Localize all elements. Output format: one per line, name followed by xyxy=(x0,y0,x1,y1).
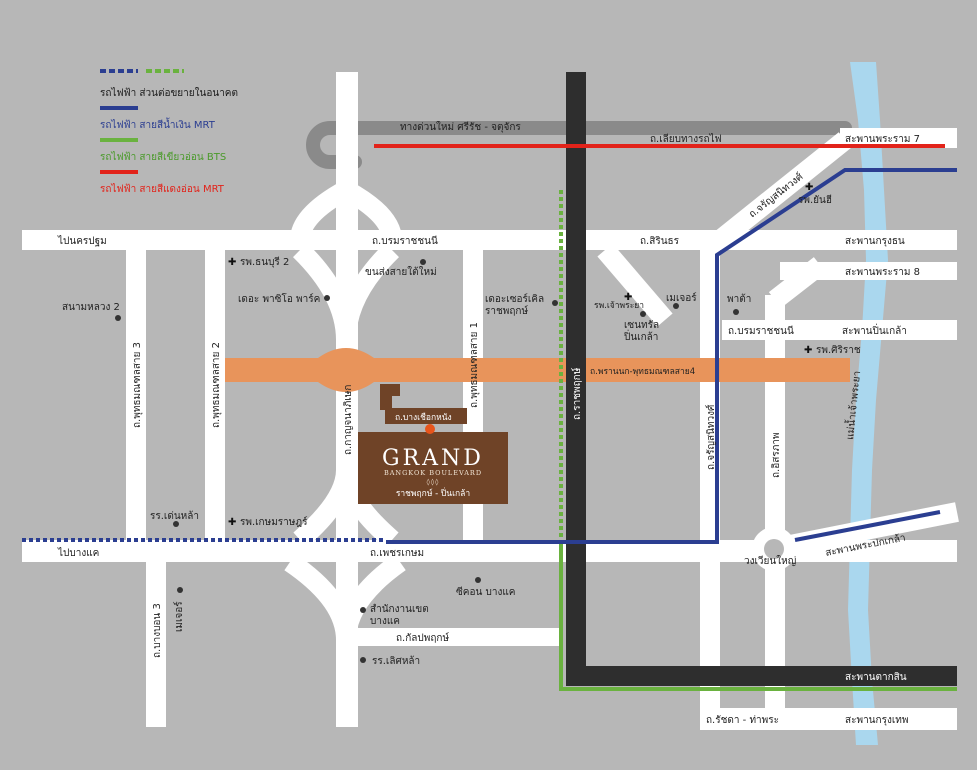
legend-red-label: รถไฟฟ้า สายสีแดงอ่อน MRT xyxy=(100,183,225,195)
siriraj-label: รพ.ศิริราช xyxy=(816,345,861,356)
major-top-label: เมเจอร์ xyxy=(666,292,697,304)
thonburi2-label: รพ.ธนบุรี 2 xyxy=(240,256,289,268)
sirindhorn-label: ถ.สิรินธร xyxy=(640,236,680,247)
lertla-dot-icon xyxy=(360,657,366,663)
project-subtitle: BANGKOK BOULEVARD xyxy=(384,469,482,477)
legend-green-label: รถไฟฟ้า สายสีเขียวอ่อน BTS xyxy=(100,151,226,163)
yanhee-label: รพ.ยันฮี xyxy=(798,194,832,206)
major-bottom-dot-icon xyxy=(177,587,183,593)
phutthamonthon-3-label: ถ.พุทธมณฑลสาย 3 xyxy=(132,342,143,428)
chaophraya-hosp-label: รพ.เจ้าพระยา xyxy=(594,300,644,311)
green-line-bts xyxy=(559,190,957,691)
bang-chueak-nang-label: ถ.บางเชือกหนัง xyxy=(395,412,452,423)
the-circle-dot-icon xyxy=(552,300,558,306)
yanhee-cross-icon: ✚ xyxy=(805,182,813,193)
kanlapaphruek-label: ถ.กัลปพฤกษ์ xyxy=(396,632,449,644)
wongwian-yai-label: วงเวียนใหญ่ xyxy=(744,555,796,567)
lertla-label: รร.เลิศหล้า xyxy=(372,655,420,667)
sanam-luang2-dot-icon xyxy=(115,315,121,321)
project-title: GRAND xyxy=(382,446,484,471)
district-label: สำนักงานเขต xyxy=(370,604,429,615)
central-dot-icon xyxy=(640,311,646,317)
bridge-boxes xyxy=(828,128,957,730)
major-top-dot-icon xyxy=(673,303,679,309)
pinklao-bridge-label: สะพานปิ่นเกล้า xyxy=(842,323,907,337)
seacon-dot-icon xyxy=(475,577,481,583)
diagonal-roads xyxy=(284,132,959,641)
kanchanaphisek-label: ถ.กาญจนาภิเษก xyxy=(343,385,354,455)
project-pin-icon xyxy=(425,424,435,434)
district-label-2: บางแค xyxy=(370,616,400,627)
ratchaphruek-road xyxy=(566,72,957,686)
dennla-label: รร.เด่นหล้า xyxy=(150,510,199,522)
dennla-dot-icon xyxy=(173,521,179,527)
pinklao-nakhonchaisri-label: ถ.พรานนก-พุทธมณฑลสาย4 xyxy=(590,367,695,377)
to-nakhon-pathom-label: ไปนครปฐม xyxy=(57,235,107,247)
expressway xyxy=(306,121,852,169)
kasemrad-cross-icon: ✚ xyxy=(228,517,236,528)
places: ✚ รพ.ยันฮี ✚ รพ.ธนบุรี 2 ขนส่งสายใต้ใหม่… xyxy=(62,182,861,667)
rama7-bridge-label: สะพานพระราม 7 xyxy=(845,134,920,145)
charansanitwong-label: ถ.จรัญสนิทวงศ์ xyxy=(705,404,717,470)
major-bottom-label: เมเจอร์ xyxy=(173,601,185,632)
expressway-label: ทางด่วนใหม่ ศรีรัช - จตุจักร xyxy=(400,121,521,133)
phetkasem-label: ถ.เพชรเกษม xyxy=(370,548,424,559)
project-location: ราชพฤกษ์ - ปิ่นเกล้า xyxy=(396,487,470,499)
legend: รถไฟฟ้า ส่วนต่อขยายในอนาคต รถไฟฟ้า สายสี… xyxy=(100,69,238,195)
southern-bus-label: ขนส่งสายใต้ใหม่ xyxy=(365,266,437,278)
itsaraphap-label: ถ.อิสรภาพ xyxy=(771,432,782,478)
chaophraya-hosp-cross-icon: ✚ xyxy=(624,292,632,303)
krungthep-bridge-label: สะพานกรุงเทพ xyxy=(845,715,908,726)
boromratchachonnee-lower-label: ถ.บรมราชชนนี xyxy=(728,325,794,337)
blue-line-mrt xyxy=(22,168,957,544)
wongwian-yai-roundabout xyxy=(752,527,796,571)
project-logo: GRAND BANGKOK BOULEVARD ◊◊◊ ราชพฤกษ์ - ป… xyxy=(382,446,484,499)
ratchada-thaphra-label: ถ.รัชดา - ท่าพระ xyxy=(706,715,779,726)
southern-bus-dot-icon xyxy=(420,259,426,265)
the-paseo-dot-icon xyxy=(324,295,330,301)
project-ornament: ◊◊◊ xyxy=(427,478,440,486)
ratchaphruek-label: ถ.ราชพฤกษ์ xyxy=(571,367,583,420)
legend-future-label: รถไฟฟ้า ส่วนต่อขยายในอนาคต xyxy=(100,87,238,99)
pata-label: พาต้า xyxy=(727,293,751,305)
the-circle-label: เดอะเซอร์เคิล xyxy=(485,293,544,305)
project-marker xyxy=(358,384,508,504)
sanam-luang2-label: สนามหลวง 2 xyxy=(62,302,120,313)
liap-thang-rotfai-label: ถ.เลียบทางรถไฟ xyxy=(650,133,722,145)
seacon-label: ซีคอน บางแค xyxy=(456,586,515,598)
boromratchachonnee-label: ถ.บรมราชชนนี xyxy=(372,235,438,247)
phutthamonthon-2-label: ถ.พุทธมณฑลสาย 2 xyxy=(211,342,222,428)
the-circle-label-2: ราชพฤกษ์ xyxy=(485,305,528,317)
pata-dot-icon xyxy=(733,309,739,315)
siriraj-cross-icon: ✚ xyxy=(804,345,812,356)
rama8-bridge-label: สะพานพระราม 8 xyxy=(845,267,920,278)
pinklao-nakhonchaisri-road xyxy=(225,348,850,392)
to-bang-khae-label: ไปบางแค xyxy=(57,547,99,559)
legend-blue-label: รถไฟฟ้า สายสีน้ำเงิน MRT xyxy=(100,117,216,131)
kasemrad-label: รพ.เกษมราษฎร์ xyxy=(240,516,308,528)
thonburi2-cross-icon: ✚ xyxy=(228,257,236,268)
district-dot-icon xyxy=(360,607,366,613)
central-label-2: ปิ่นเกล้า xyxy=(623,329,658,343)
bridge-labels: สะพานพระราม 7 สะพานกรุงธน สะพานพระราม 8 … xyxy=(824,134,920,726)
phutthamonthon-1-label: ถ.พุทธมณฑลสาย 1 xyxy=(469,322,480,408)
krung-thon-bridge-label: สะพานกรุงธน xyxy=(845,236,905,247)
the-paseo-label: เดอะ พาซิโอ พาร์ค xyxy=(238,292,320,305)
project-logo-box xyxy=(358,432,508,504)
bang-bon-3-label: ถ.บางบอน 3 xyxy=(152,603,163,658)
taksin-bridge-label: สะพานตากสิน xyxy=(845,672,907,683)
central-label: เซนทรัล xyxy=(624,320,659,331)
